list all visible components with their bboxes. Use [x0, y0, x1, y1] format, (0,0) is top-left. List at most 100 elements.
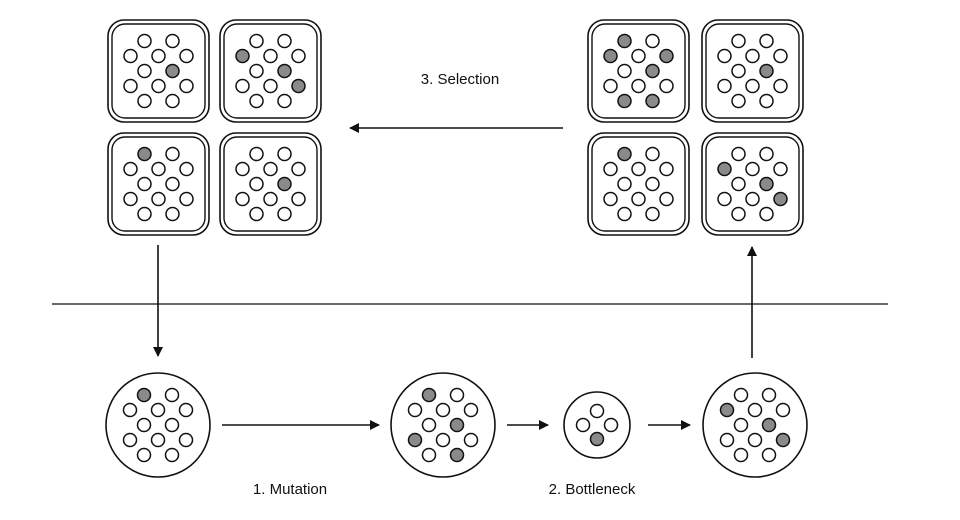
- mutant-genome-dot: [717, 161, 732, 177]
- container-outer: [107, 19, 210, 123]
- genome-dot: [249, 176, 264, 192]
- genome-dot: [603, 417, 619, 433]
- genome-dot: [603, 78, 618, 94]
- genome-dot: [179, 48, 194, 64]
- mutant-genome-dot: [659, 48, 674, 64]
- genome-dot: [122, 402, 138, 418]
- genome-dot: [603, 191, 618, 207]
- container-inner: [111, 23, 206, 119]
- genome-dot: [291, 48, 306, 64]
- container-inner: [591, 23, 686, 119]
- genome-dot: [645, 33, 660, 49]
- population-group-right: [701, 19, 804, 123]
- mutant-genome-dot: [407, 432, 423, 448]
- container-outer: [701, 132, 804, 236]
- genome-dot: [761, 387, 777, 403]
- mutant-genome-dot: [235, 48, 250, 64]
- mutant-genome-dot: [617, 93, 632, 109]
- mutant-genome-dot: [617, 33, 632, 49]
- population-bottleneck: [563, 391, 631, 459]
- population-regrowth: [702, 372, 808, 478]
- population-circle: [390, 372, 496, 478]
- genome-dot: [235, 78, 250, 94]
- genome-dot: [731, 146, 746, 162]
- genome-dot: [435, 432, 451, 448]
- genome-dot: [178, 402, 194, 418]
- genome-dot: [150, 402, 166, 418]
- genome-dot: [617, 206, 632, 222]
- genome-dot: [747, 402, 763, 418]
- genome-dot: [759, 146, 774, 162]
- genome-dot: [435, 402, 451, 418]
- mutant-genome-dot: [277, 63, 292, 79]
- genome-dot: [631, 191, 646, 207]
- genome-dot: [745, 48, 760, 64]
- genome-dot: [123, 161, 138, 177]
- genome-dot: [659, 191, 674, 207]
- mutant-genome-dot: [137, 146, 152, 162]
- genome-dot: [235, 161, 250, 177]
- genome-dot: [151, 191, 166, 207]
- genome-dot: [277, 33, 292, 49]
- container-outer: [107, 132, 210, 236]
- genome-dot: [717, 191, 732, 207]
- mutant-genome-dot: [645, 93, 660, 109]
- genome-dot: [745, 78, 760, 94]
- genome-dot: [617, 63, 632, 79]
- container-outer: [219, 19, 322, 123]
- mutant-genome-dot: [136, 387, 152, 403]
- genome-dot: [263, 48, 278, 64]
- genome-dot: [631, 48, 646, 64]
- population-group-right: [587, 19, 690, 123]
- mutant-genome-dot: [773, 191, 788, 207]
- genome-dot: [277, 146, 292, 162]
- mutant-genome-dot: [645, 63, 660, 79]
- container-outer: [587, 132, 690, 236]
- container-inner: [111, 136, 206, 232]
- container-inner: [223, 136, 318, 232]
- genome-dot: [747, 432, 763, 448]
- genome-dot: [575, 417, 591, 433]
- container-inner: [705, 23, 800, 119]
- genome-dot: [631, 78, 646, 94]
- mutant-genome-dot: [603, 48, 618, 64]
- genome-dot: [165, 206, 180, 222]
- genome-dot: [165, 146, 180, 162]
- genome-dot: [165, 33, 180, 49]
- genome-dot: [151, 48, 166, 64]
- genome-dot: [123, 78, 138, 94]
- genome-dot: [407, 402, 423, 418]
- genome-dot: [249, 93, 264, 109]
- genome-dot: [745, 191, 760, 207]
- genome-dot: [717, 78, 732, 94]
- genome-dot: [178, 432, 194, 448]
- genome-dot: [123, 48, 138, 64]
- genome-dot: [773, 78, 788, 94]
- genome-dot: [137, 176, 152, 192]
- genome-dot: [761, 447, 777, 463]
- container-outer: [701, 19, 804, 123]
- genome-dot: [235, 191, 250, 207]
- genome-dot: [449, 387, 465, 403]
- population-after-mutation: [390, 372, 496, 478]
- mutant-genome-dot: [759, 176, 774, 192]
- genome-dot: [745, 161, 760, 177]
- population-initial: [105, 372, 211, 478]
- genome-dot: [164, 447, 180, 463]
- genome-dot: [164, 417, 180, 433]
- mutant-genome-dot: [759, 63, 774, 79]
- genome-dot: [249, 206, 264, 222]
- container-inner: [591, 136, 686, 232]
- genome-dot: [659, 78, 674, 94]
- genome-dot: [263, 78, 278, 94]
- mutant-genome-dot: [449, 417, 465, 433]
- genome-dot: [277, 206, 292, 222]
- container-inner: [705, 136, 800, 232]
- genome-dot: [421, 417, 437, 433]
- mutation-label: 1. Mutation: [252, 481, 328, 498]
- population-group-left: [107, 19, 210, 123]
- genome-dot: [731, 206, 746, 222]
- mutant-genome-dot: [775, 432, 791, 448]
